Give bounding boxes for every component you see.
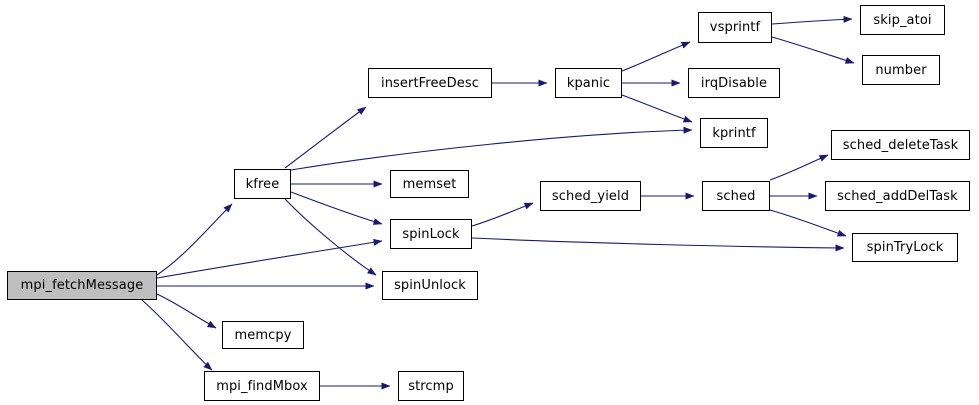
node-label: number	[875, 62, 927, 78]
node-sched_yield[interactable]: sched_yield	[540, 181, 641, 211]
node-vsprintf[interactable]: vsprintf	[698, 12, 772, 43]
node-label: mpi_findMbox	[216, 378, 308, 394]
node-mpi_fetchMessage[interactable]: mpi_fetchMessage	[7, 271, 157, 300]
node-sched[interactable]: sched	[702, 181, 770, 211]
node-label: irqDisable	[700, 75, 768, 91]
node-strcmp[interactable]: strcmp	[398, 371, 464, 401]
node-label: sched_deleteTask	[842, 137, 959, 153]
node-label: spinUnlock	[394, 278, 466, 293]
node-label: spinTryLock	[866, 240, 944, 255]
node-spinUnlock[interactable]: spinUnlock	[382, 271, 478, 300]
node-label: sched	[716, 188, 756, 204]
node-label: strcmp	[408, 378, 454, 394]
node-spinTryLock[interactable]: spinTryLock	[852, 233, 958, 262]
node-memset[interactable]: memset	[390, 170, 469, 198]
node-sched_addDelTask[interactable]: sched_addDelTask	[825, 181, 970, 211]
node-label: kpanic	[566, 75, 611, 91]
node-label: insertFreeDesc	[381, 75, 479, 91]
node-kfree[interactable]: kfree	[234, 169, 291, 199]
node-memcpy[interactable]: memcpy	[222, 321, 304, 349]
node-label: sched_addDelTask	[837, 188, 958, 204]
node-number[interactable]: number	[862, 55, 940, 85]
node-mpi_findMbox[interactable]: mpi_findMbox	[204, 371, 320, 401]
node-label: kprintf	[712, 125, 756, 141]
node-skip_atoi[interactable]: skip_atoi	[860, 5, 945, 35]
node-spinLock[interactable]: spinLock	[390, 219, 472, 249]
node-label: skip_atoi	[873, 12, 932, 28]
node-label: memset	[402, 176, 457, 192]
node-label: vsprintf	[709, 20, 761, 35]
node-kprintf[interactable]: kprintf	[700, 118, 768, 148]
node-label: sched_yield	[551, 188, 630, 204]
node-sched_deleteTask[interactable]: sched_deleteTask	[831, 130, 970, 160]
node-kpanic[interactable]: kpanic	[555, 68, 622, 98]
node-label: mpi_fetchMessage	[20, 278, 144, 293]
node-label: memcpy	[234, 327, 292, 343]
node-label: kfree	[245, 176, 280, 192]
node-insertFreeDesc[interactable]: insertFreeDesc	[368, 68, 492, 98]
node-label: spinLock	[402, 226, 460, 242]
node-irqDisable[interactable]: irqDisable	[688, 68, 780, 98]
